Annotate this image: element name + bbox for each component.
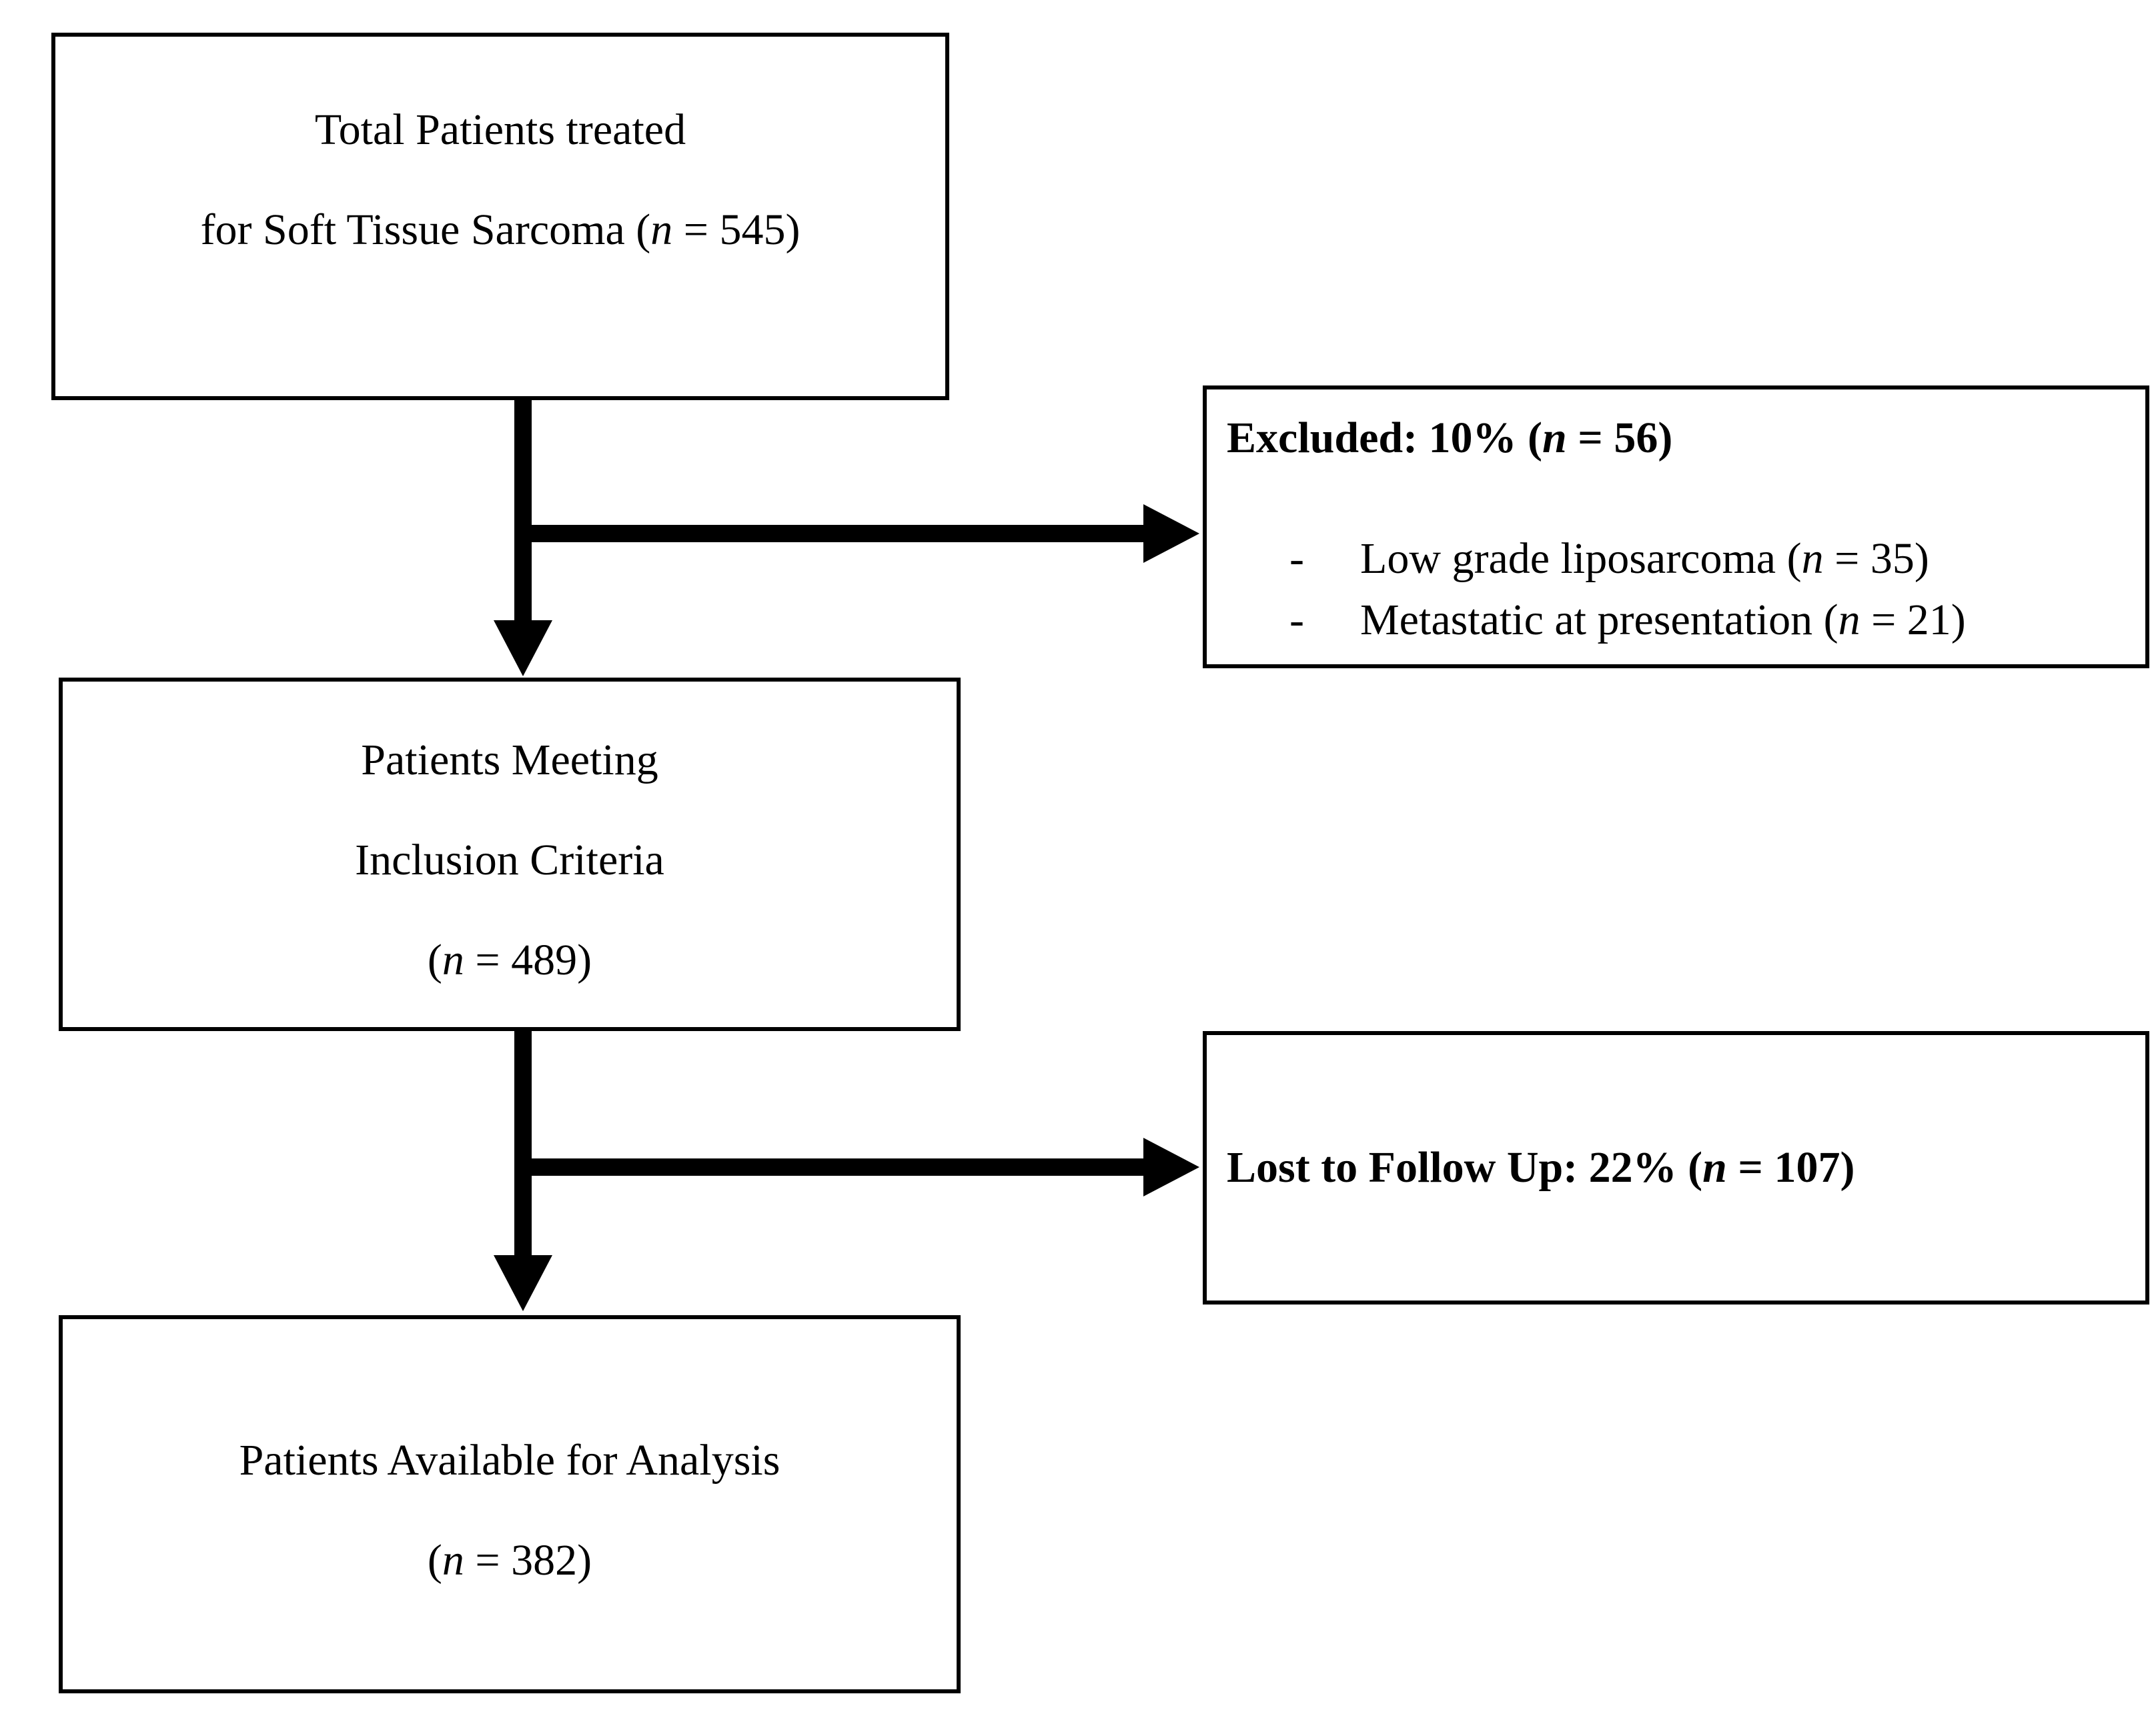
lost-to-followup-box: Lost to Follow Up: 22% (n = 107) <box>1203 1031 2149 1305</box>
excluded-item-text: Metastatic at presentation (n = 21) <box>1360 596 1966 644</box>
excluded-item-metastatic: - Metastatic at presentation (n = 21) <box>1260 590 2145 651</box>
excluded-item-text: Low grade liposarcoma (n = 35) <box>1360 534 1929 583</box>
excluded-item-liposarcoma: - Low grade liposarcoma (n = 35) <box>1260 528 2145 590</box>
arrow-total-to-inclusion-stem <box>514 400 532 623</box>
lost-to-followup-text: Lost to Follow Up: 22% (n = 107) <box>1227 1143 1855 1192</box>
dash-bullet: - <box>1289 534 1304 583</box>
inclusion-criteria-box: Patients Meeting Inclusion Criteria (n =… <box>59 678 961 1031</box>
total-patients-box: Total Patients treated for Soft Tissue S… <box>51 33 949 400</box>
arrow-right-icon <box>1143 1138 1199 1196</box>
excluded-heading: Excluded: 10% (n = 56) <box>1227 413 1673 462</box>
excluded-box: Excluded: 10% (n = 56) - Low grade lipos… <box>1203 385 2149 668</box>
arrow-branch-to-lost <box>523 1158 1143 1176</box>
analysis-line2: (n = 382) <box>427 1536 592 1585</box>
total-patients-line2: for Soft Tissue Sarcoma (n = 545) <box>200 205 800 254</box>
inclusion-line2: Inclusion Criteria <box>355 836 664 884</box>
dash-bullet: - <box>1289 596 1304 644</box>
arrow-inclusion-to-analysis-stem <box>514 1031 532 1258</box>
arrow-branch-to-excluded <box>523 525 1143 542</box>
inclusion-line3: (n = 489) <box>427 936 592 984</box>
analysis-line1: Patients Available for Analysis <box>239 1436 780 1485</box>
arrow-right-icon <box>1143 504 1199 563</box>
inclusion-line1: Patients Meeting <box>361 736 658 784</box>
excluded-list: - Low grade liposarcoma (n = 35) - Metas… <box>1207 528 2145 651</box>
analysis-box: Patients Available for Analysis (n = 382… <box>59 1315 961 1693</box>
arrow-down-icon <box>494 620 552 676</box>
total-patients-line1: Total Patients treated <box>314 105 686 154</box>
arrow-down-icon <box>494 1255 552 1311</box>
